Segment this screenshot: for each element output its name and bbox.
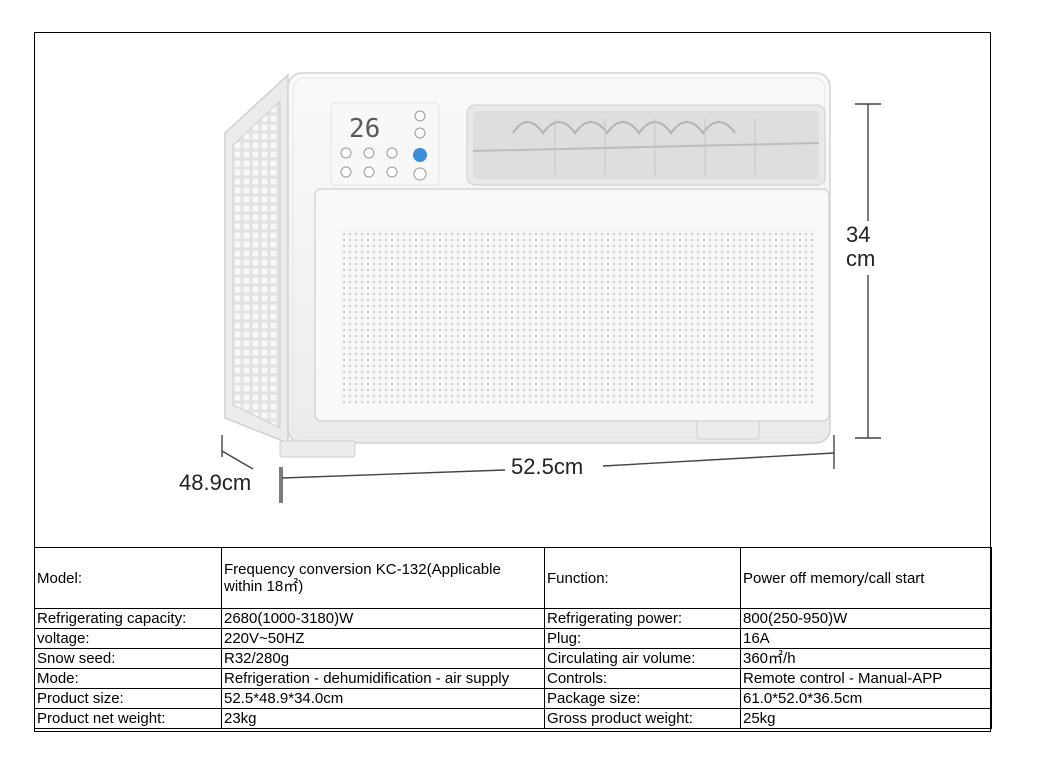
table-row: voltage: 220V~50HZ Plug: 16A bbox=[34, 628, 992, 649]
spec-label: Refrigerating capacity: bbox=[34, 608, 222, 629]
table-row: Refrigerating capacity: 2680(1000-3180)W… bbox=[34, 608, 992, 629]
table-row: Model: Frequency conversion KC-132(Appli… bbox=[34, 547, 992, 609]
spec-value: Remote control - Manual-APP bbox=[740, 668, 992, 689]
width-label: 52.5cm bbox=[511, 454, 584, 479]
spec-value: 23kg bbox=[221, 708, 545, 729]
foot-left bbox=[279, 440, 356, 458]
table-row: Snow seed: R32/280g Circulating air volu… bbox=[34, 648, 992, 669]
spec-value: Power off memory/call start bbox=[740, 547, 992, 609]
height-dimension-line bbox=[855, 103, 881, 439]
spec-label: Controls: bbox=[544, 668, 741, 689]
spec-label: voltage: bbox=[34, 628, 222, 649]
spec-label: Circulating air volume: bbox=[544, 648, 741, 669]
front-grille-mesh bbox=[339, 229, 815, 405]
spec-value: 25kg bbox=[740, 708, 992, 729]
spec-value: 220V~50HZ bbox=[221, 628, 545, 649]
spec-label: Snow seed: bbox=[34, 648, 222, 669]
spec-label: Plug: bbox=[544, 628, 741, 649]
spec-label: Function: bbox=[544, 547, 741, 609]
depth-dimension-line bbox=[221, 435, 281, 503]
spec-sheet-frame: 26 bbox=[34, 32, 992, 732]
power-button bbox=[413, 167, 427, 181]
spec-value: 2680(1000-3180)W bbox=[221, 608, 545, 629]
spec-label: Gross product weight: bbox=[544, 708, 741, 729]
table-row: Product size: 52.5*48.9*34.0cm Package s… bbox=[34, 688, 992, 709]
spec-value: 52.5*48.9*34.0cm bbox=[221, 688, 545, 709]
depth-label: 48.9cm bbox=[179, 470, 252, 495]
spec-label: Product net weight: bbox=[34, 708, 222, 729]
spec-value: R32/280g bbox=[221, 648, 545, 669]
table-row: Product net weight: 23kg Gross product w… bbox=[34, 708, 992, 729]
width-dimension-line bbox=[281, 435, 835, 503]
spec-value: 800(250-950)W bbox=[740, 608, 992, 629]
spec-table: Model: Frequency conversion KC-132(Appli… bbox=[34, 547, 992, 729]
wifi-button bbox=[413, 148, 427, 162]
spec-value: 61.0*52.0*36.5cm bbox=[740, 688, 992, 709]
spec-value: 360㎡/h bbox=[740, 648, 992, 669]
foot-right bbox=[696, 420, 760, 440]
table-row: Mode: Refrigeration - dehumidification -… bbox=[34, 668, 992, 689]
air-outlet bbox=[466, 104, 826, 186]
product-image-area: 26 bbox=[35, 33, 990, 548]
spec-value: Refrigeration - dehumidification - air s… bbox=[221, 668, 545, 689]
spec-label: Model: bbox=[34, 547, 222, 609]
temperature-display: 26 bbox=[349, 114, 380, 144]
side-vent-grid bbox=[232, 99, 281, 429]
spec-label: Refrigerating power: bbox=[544, 608, 741, 629]
control-panel: 26 bbox=[330, 102, 440, 186]
spec-value: Frequency conversion KC-132(Applicable w… bbox=[221, 547, 545, 609]
air-conditioner-illustration: 26 bbox=[221, 72, 881, 503]
height-unit: cm bbox=[846, 246, 876, 271]
spec-label: Mode: bbox=[34, 668, 222, 689]
spec-value: 16A bbox=[740, 628, 992, 649]
spec-label: Package size: bbox=[544, 688, 741, 709]
height-value: 34 bbox=[846, 222, 871, 247]
spec-label: Product size: bbox=[34, 688, 222, 709]
